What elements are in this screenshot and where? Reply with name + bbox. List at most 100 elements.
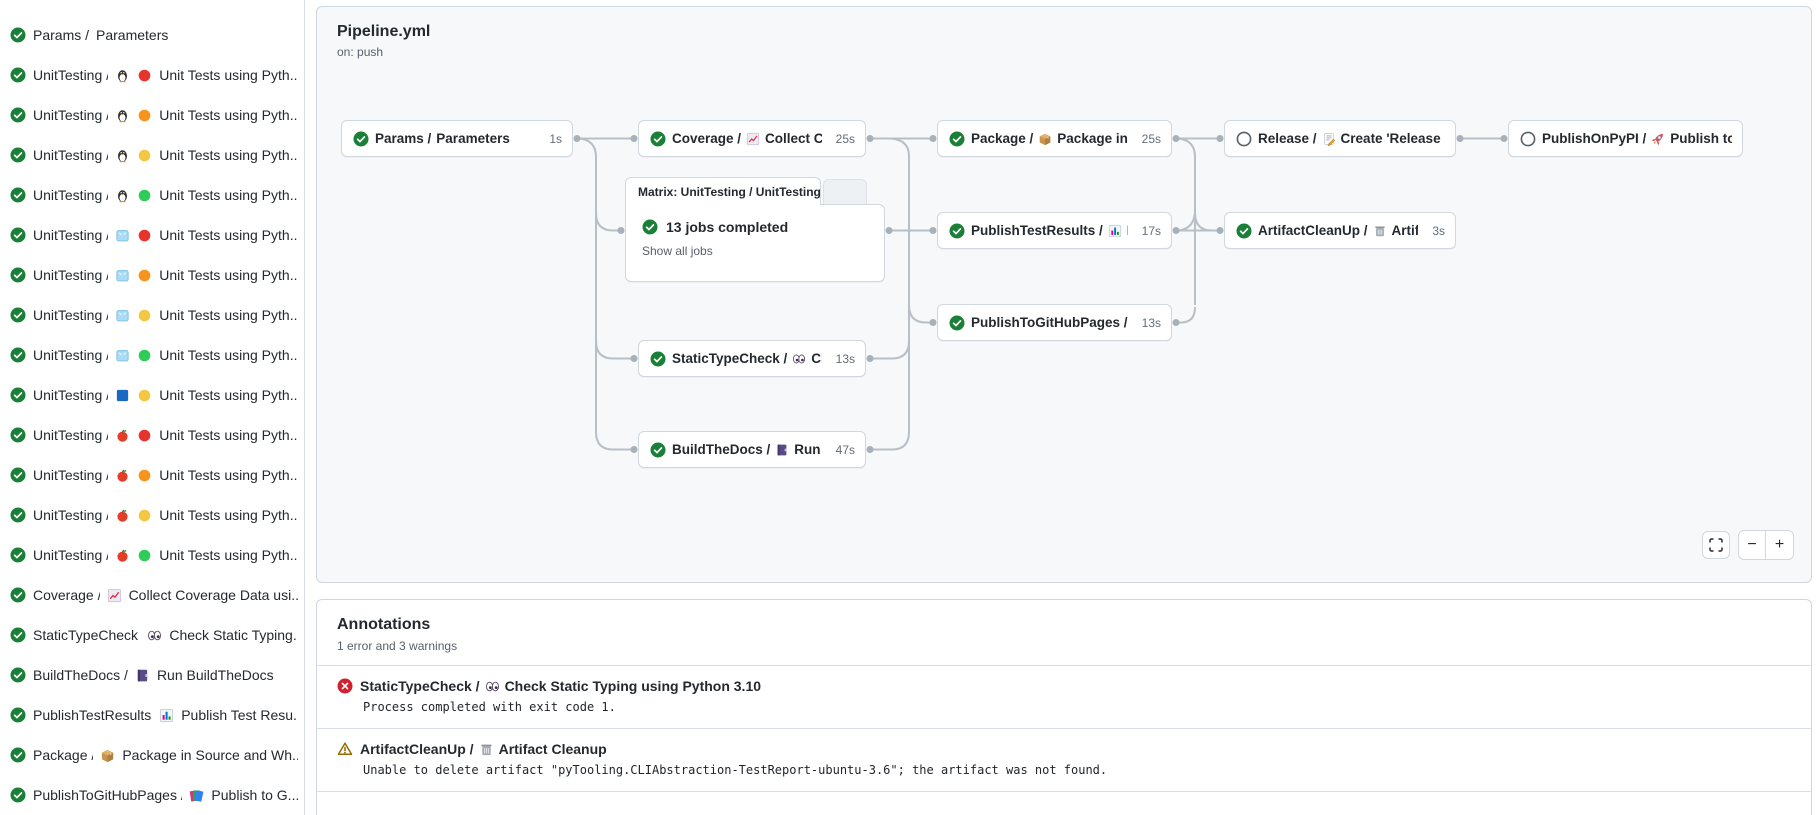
sidebar-job-item[interactable]: PublishTestResults /Publish Test Resu...	[0, 695, 304, 735]
annotations-title: Annotations	[337, 616, 431, 633]
graph-header: Pipeline.yml on: push	[337, 23, 430, 59]
check-circle-icon	[650, 351, 666, 367]
sidebar-job-item[interactable]: Coverage /Collect Coverage Data usi...	[0, 575, 304, 615]
orange-circle-icon	[137, 268, 152, 283]
graph-node-artifactcleanup[interactable]: ArtifactCleanUp /Artifac...3s	[1224, 212, 1456, 249]
matrix-group: Matrix: UnitTesting / UnitTesting 13 job…	[625, 177, 885, 282]
warning-triangle-icon	[337, 741, 353, 757]
annotations-summary: 1 error and 3 warnings	[337, 639, 458, 653]
yellow-circle-icon	[137, 308, 152, 323]
sidebar-job-item[interactable]: PublishToGitHubPages /Publish to G...	[0, 775, 304, 815]
node-duration: 17s	[1141, 223, 1161, 238]
annotation-row-error: StaticTypeCheck /Check Static Typing usi…	[317, 666, 1811, 729]
fullscreen-button[interactable]	[1702, 531, 1730, 559]
graph-node-coverage[interactable]: Coverage /Collect Cove...25s	[638, 120, 866, 157]
apple-icon	[115, 428, 130, 443]
sidebar-job-item[interactable]: UnitTesting /Unit Tests using Pyth...	[0, 335, 304, 375]
sidebar-job-item[interactable]: UnitTesting /Unit Tests using Pyth...	[0, 55, 304, 95]
check-circle-icon	[10, 67, 26, 83]
x-circle-icon	[337, 678, 353, 694]
bar-chart-icon	[1108, 224, 1122, 238]
matrix-stacked-card	[823, 179, 867, 205]
show-all-jobs-link[interactable]: Show all jobs	[642, 244, 713, 258]
sidebar-job-item[interactable]: UnitTesting /Unit Tests using Pyth...	[0, 175, 304, 215]
node-duration: 13s	[835, 351, 855, 366]
annotation-title[interactable]: ArtifactCleanUp /Artifact Cleanup	[337, 741, 1791, 757]
node-duration: 47s	[835, 442, 855, 457]
sidebar-job-item[interactable]: UnitTesting /Unit Tests using Pyth...	[0, 375, 304, 415]
check-circle-icon	[642, 219, 658, 235]
graph-node-package[interactable]: Package /Package in So...25s	[937, 120, 1172, 157]
check-circle-icon	[10, 747, 26, 763]
check-circle-icon	[10, 547, 26, 563]
check-circle-icon	[10, 787, 26, 803]
sidebar-job-item[interactable]: Package /Package in Source and Wh...	[0, 735, 304, 775]
ice-cube-icon	[115, 348, 130, 363]
matrix-tab-label: Matrix: UnitTesting / UnitTesting	[638, 184, 821, 199]
graph-node-publishtestresults[interactable]: PublishTestResults /Pu...17s	[937, 212, 1172, 249]
graph-controls: − +	[1702, 530, 1794, 560]
check-circle-icon	[10, 707, 26, 723]
wastebasket-icon	[1373, 224, 1387, 238]
sidebar-job-item[interactable]: BuildTheDocs /Run BuildTheDocs	[0, 655, 304, 695]
apple-icon	[115, 468, 130, 483]
workflow-trigger: on: push	[337, 45, 384, 59]
check-circle-icon	[10, 667, 26, 683]
sidebar-job-item[interactable]: UnitTesting /Unit Tests using Pyth...	[0, 415, 304, 455]
graph-node-statictypecheck[interactable]: StaticTypeCheck /Chec...13s	[638, 340, 866, 377]
check-circle-icon	[10, 467, 26, 483]
wastebasket-icon	[479, 742, 494, 757]
graph-node-buildthedocs[interactable]: BuildTheDocs /Run Buil...47s	[638, 431, 866, 468]
check-circle-icon	[353, 131, 369, 147]
penguin-icon	[115, 68, 130, 83]
sidebar-job-item[interactable]: StaticTypeCheck /Check Static Typing...	[0, 615, 304, 655]
annotation-rows: StaticTypeCheck /Check Static Typing usi…	[317, 666, 1811, 792]
check-circle-icon	[10, 347, 26, 363]
node-duration: 1s	[549, 131, 562, 146]
sidebar-job-item[interactable]: UnitTesting /Unit Tests using Pyth...	[0, 135, 304, 175]
orange-circle-icon	[137, 108, 152, 123]
matrix-tab: Matrix: UnitTesting / UnitTesting	[625, 177, 821, 205]
sidebar-job-item[interactable]: UnitTesting /Unit Tests using Pyth...	[0, 255, 304, 295]
sidebar-job-item[interactable]: UnitTesting /Unit Tests using Pyth...	[0, 215, 304, 255]
sidebar-job-item[interactable]: UnitTesting /Unit Tests using Pyth...	[0, 455, 304, 495]
sidebar-job-item[interactable]: UnitTesting /Unit Tests using Pyth...	[0, 495, 304, 535]
bar-chart-icon	[159, 708, 174, 723]
package-icon	[1038, 132, 1052, 146]
node-duration: 25s	[835, 131, 855, 146]
annotation-message: Unable to delete artifact "pyTooling.CLI…	[363, 763, 1108, 777]
check-circle-icon	[10, 27, 26, 43]
check-circle-icon	[949, 315, 965, 331]
sidebar-job-item[interactable]: UnitTesting /Unit Tests using Pyth...	[0, 95, 304, 135]
eyes-icon	[147, 628, 162, 643]
rocket-icon	[1651, 132, 1665, 146]
yellow-circle-icon	[137, 148, 152, 163]
workflow-file-title: Pipeline.yml	[337, 23, 431, 40]
annotations-header: Annotations 1 error and 3 warnings	[317, 600, 1811, 666]
penguin-icon	[115, 188, 130, 203]
check-circle-icon	[650, 442, 666, 458]
blue-square-icon	[115, 388, 130, 403]
graph-node-publishonpypi[interactable]: PublishOnPyPI /Publish to ...	[1508, 120, 1743, 157]
zoom-out-button[interactable]: −	[1739, 531, 1766, 559]
sidebar-job-item[interactable]: UnitTesting /Unit Tests using Pyth...	[0, 295, 304, 335]
annotation-title[interactable]: StaticTypeCheck /Check Static Typing usi…	[337, 678, 1791, 694]
graph-node-release[interactable]: Release /Create 'Release P...	[1224, 120, 1456, 157]
fullscreen-icon	[1708, 537, 1724, 553]
check-circle-icon	[949, 131, 965, 147]
matrix-card[interactable]: 13 jobs completed Show all jobs	[625, 204, 885, 282]
books-icon	[189, 788, 204, 803]
node-duration: 25s	[1141, 131, 1161, 146]
graph-node-publishtogithubpages[interactable]: PublishToGitHubPages /...13s	[937, 304, 1172, 341]
red-circle-icon	[137, 68, 152, 83]
sidebar-job-item[interactable]: UnitTesting /Unit Tests using Pyth...	[0, 535, 304, 575]
ice-cube-icon	[115, 268, 130, 283]
node-duration: 13s	[1141, 315, 1161, 330]
orange-circle-icon	[137, 468, 152, 483]
zoom-in-button[interactable]: +	[1766, 531, 1793, 559]
check-circle-icon	[10, 627, 26, 643]
sidebar-job-item[interactable]: Params /Parameters	[0, 15, 304, 55]
check-circle-icon	[10, 107, 26, 123]
